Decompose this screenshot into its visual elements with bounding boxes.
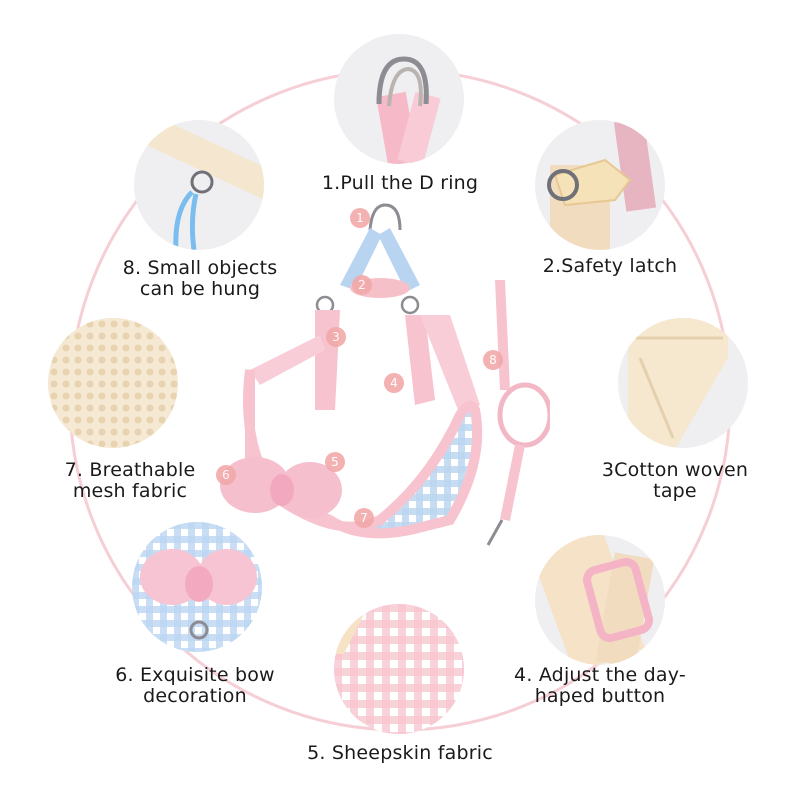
label-line: 1.Pull the D ring	[321, 172, 479, 194]
label-line: decoration	[143, 685, 247, 707]
harness-product-image	[220, 200, 553, 550]
detail-image-sheepskin-fabric	[334, 604, 464, 734]
label-line: 5. Sheepskin fabric	[307, 742, 493, 764]
label-line: 6. Exquisite bow	[115, 664, 275, 686]
feature-label-4: 4. Adjust the day- haped button	[485, 665, 715, 707]
badge-8: 8	[483, 350, 503, 370]
badge-2: 2	[352, 275, 372, 295]
label-line: 7. Breathable	[64, 459, 196, 481]
detail-image-cotton-tape	[618, 318, 748, 448]
badge-7: 7	[354, 508, 374, 528]
feature-label-5: 5. Sheepskin fabric	[285, 743, 515, 764]
feature-label-6: 6. Exquisite bow decoration	[90, 665, 300, 707]
label-line: haped button	[534, 685, 666, 707]
label-line: 3Cotton woven	[601, 459, 749, 481]
label-line: tape	[653, 480, 697, 502]
feature-label-8: 8. Small objects can be hung	[100, 258, 300, 300]
feature-label-2: 2.Safety latch	[520, 256, 700, 277]
detail-image-hang-objects	[134, 120, 264, 250]
feature-label-7: 7. Breathable mesh fabric	[40, 460, 220, 502]
feature-label-3: 3Cotton woven tape	[575, 460, 775, 502]
label-line: mesh fabric	[72, 480, 188, 502]
label-line: 8. Small objects	[122, 257, 278, 279]
badge-5: 5	[325, 452, 345, 472]
detail-image-safety-latch	[535, 120, 665, 250]
label-line: 2.Safety latch	[542, 255, 678, 277]
badge-4: 4	[384, 373, 404, 393]
badge-1: 1	[350, 208, 370, 228]
detail-image-d-ring	[334, 34, 464, 164]
detail-image-bow	[132, 522, 262, 652]
feature-label-1: 1.Pull the D ring	[300, 173, 500, 194]
badge-6: 6	[216, 465, 236, 485]
label-line: 4. Adjust the day-	[514, 664, 686, 686]
badge-3: 3	[326, 327, 346, 347]
detail-image-mesh-fabric	[48, 318, 178, 448]
detail-image-adjust-button	[535, 535, 665, 665]
label-line: can be hung	[139, 278, 261, 300]
